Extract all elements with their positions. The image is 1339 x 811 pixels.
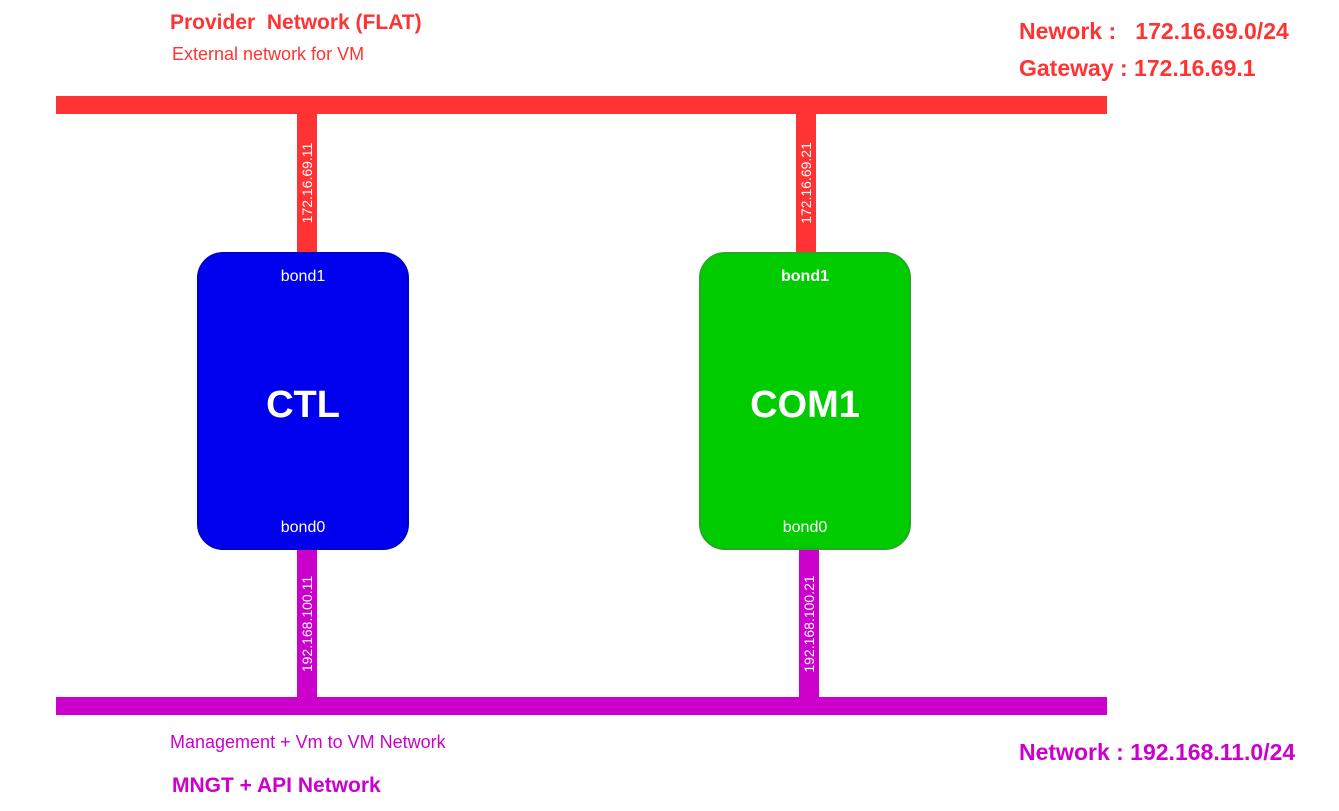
com1-node: bond1 COM1 bond0 xyxy=(699,252,911,550)
management-network-bus xyxy=(56,697,1107,715)
com1-bond1-label: bond1 xyxy=(781,268,829,285)
com1-provider-ip: 172.16.69.21 xyxy=(798,142,814,224)
com1-provider-link: 172.16.69.21 xyxy=(796,114,816,252)
ctl-mgmt-ip: 192.168.100.11 xyxy=(299,575,315,672)
provider-network-subtitle: External network for VM xyxy=(172,44,365,64)
ctl-provider-ip: 172.16.69.11 xyxy=(299,142,315,224)
management-network-cidr: Network : 192.168.11.0/24 xyxy=(1019,739,1296,765)
ctl-bond0-label: bond0 xyxy=(280,519,326,536)
management-network-subtitle: Management + Vm to VM Network xyxy=(170,732,446,752)
com1-bond0-label: bond0 xyxy=(782,519,828,536)
ctl-provider-link: 172.16.69.11 xyxy=(297,114,317,252)
ctl-node-title: CTL xyxy=(266,384,340,426)
management-network-title: MNGT + API Network xyxy=(172,774,381,797)
com1-mgmt-ip: 192.168.100.21 xyxy=(801,574,817,673)
provider-network-cidr: Nework : 172.16.69.0/24 xyxy=(1019,18,1289,44)
ctl-mgmt-link: 192.168.100.11 xyxy=(297,550,317,697)
ctl-node: bond1 CTL bond0 xyxy=(197,252,409,550)
com1-mgmt-link: 192.168.100.21 xyxy=(799,550,819,697)
ctl-bond1-label: bond1 xyxy=(280,268,326,285)
provider-gateway: Gateway : 172.16.69.1 xyxy=(1019,55,1256,81)
provider-network-title: Provider Network (FLAT) xyxy=(170,11,422,34)
provider-network-bus xyxy=(56,96,1107,114)
com1-node-title: COM1 xyxy=(750,384,860,426)
